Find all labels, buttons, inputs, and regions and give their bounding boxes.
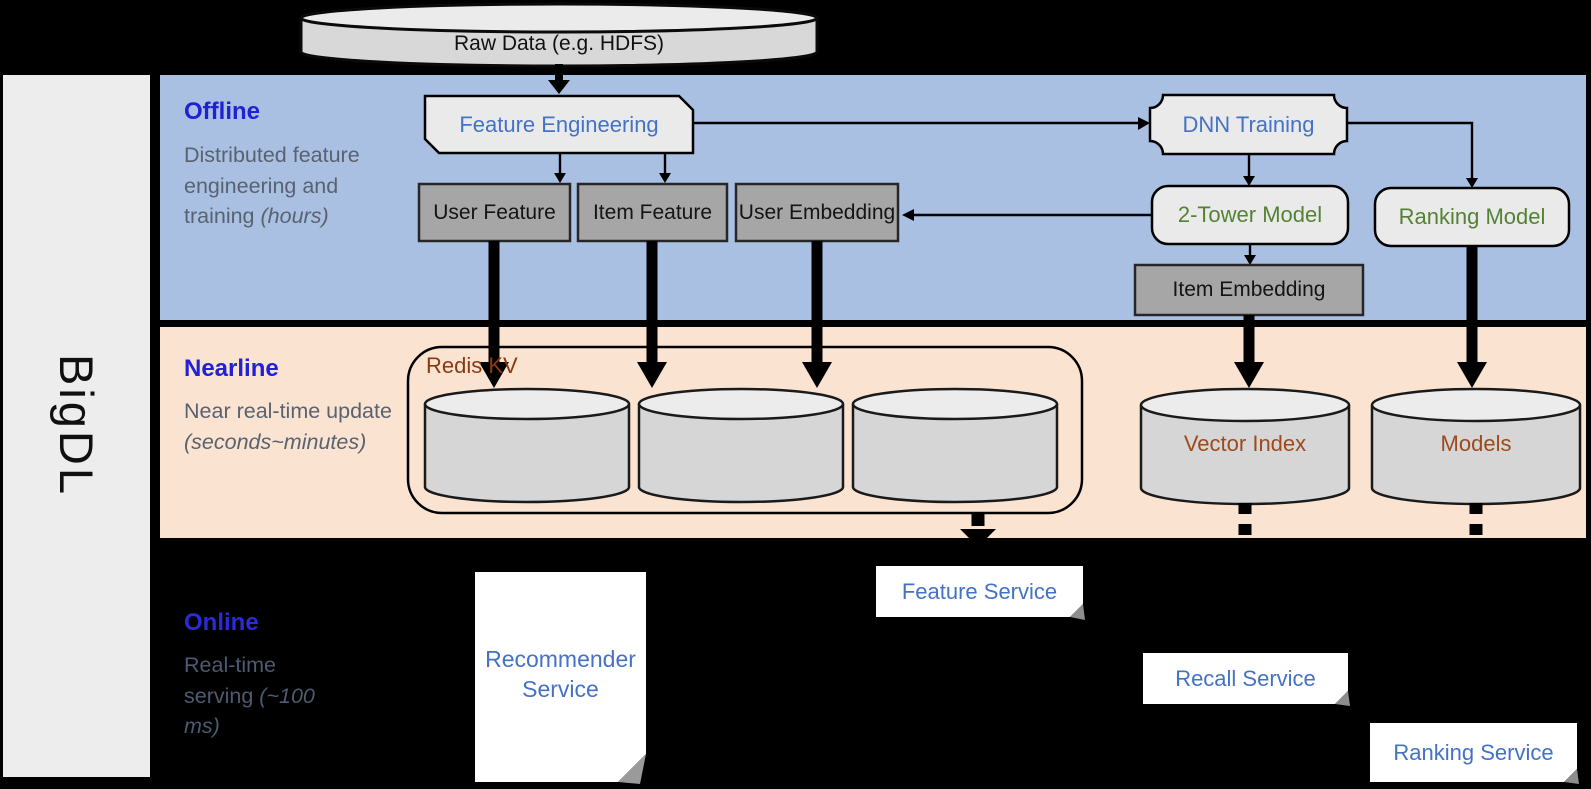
arrow-rawdata-to-feature-engineering [548, 64, 570, 94]
item-feature-label: Item Feature [592, 200, 713, 224]
arrow-redis-to-feature-service [960, 514, 996, 547]
arrow-fe-to-item-feature [659, 154, 671, 183]
arrow-two-tower-to-user-embedding [902, 209, 1152, 221]
vector-index-cylinder [1139, 387, 1351, 506]
ranking-service-box [1370, 723, 1579, 784]
two-tower-model-label: 2-Tower Model [1177, 202, 1323, 227]
user-embedding-label: User Embedding [738, 200, 896, 224]
arrow-dnn-to-ranking-model [1347, 121, 1478, 188]
ranking-service-label: Ranking Service [1393, 739, 1554, 765]
models-cylinder [1370, 387, 1582, 506]
online-desc-note: (~100 ms) [184, 683, 315, 739]
bigdl-sidebar: BigDL [3, 75, 150, 777]
redis-kv-label: Redis KV [426, 353, 518, 378]
item-embedding-box [1133, 263, 1365, 317]
redis-kv-container [406, 345, 1084, 515]
arrow-user-feature-to-redis [479, 241, 509, 388]
feature-engineering-label: Feature Engineering [459, 111, 659, 137]
offline-section-description: Distributed feature engineering and trai… [184, 140, 374, 232]
feature-service-label: Feature Service [901, 578, 1058, 604]
arrow-fe-to-user-feature [554, 154, 566, 183]
arrow-user-embedding-to-redis [802, 241, 832, 388]
redis-cylinder-3 [851, 387, 1059, 504]
nearline-section-description: Near real-time update (seconds~minutes) [184, 396, 394, 457]
raw-data-label: Raw Data (e.g. HDFS) [453, 32, 665, 55]
user-feature-label: User Feature [433, 200, 556, 224]
arrow-ranking-model-to-models [1457, 246, 1487, 388]
offline-section-title: Offline [184, 98, 260, 125]
redis-cylinder-2 [637, 387, 845, 504]
arrow-dnn-to-two-tower [1243, 154, 1255, 186]
arrow-item-feature-to-redis [637, 241, 667, 388]
bigdl-logo-text: BigDL [50, 354, 103, 498]
arrow-item-embedding-to-vector-index [1234, 315, 1264, 388]
nearline-desc-note: (seconds~minutes) [184, 429, 367, 454]
user-embedding-box [734, 182, 900, 243]
offline-desc-note: (hours) [260, 204, 329, 229]
dnn-training-box [1148, 93, 1349, 156]
recommender-service-label: Recommender Service [485, 646, 636, 702]
ranking-model-label: Ranking Model [1398, 204, 1546, 229]
user-feature-box [417, 182, 572, 243]
feature-service-box [876, 566, 1085, 620]
recommender-service-document [475, 572, 646, 784]
nearline-section-title: Nearline [184, 355, 279, 382]
dnn-training-label: DNN Training [1182, 111, 1315, 137]
online-section-title: Online [184, 609, 259, 636]
feature-engineering-box [423, 94, 695, 155]
online-section-description: Real-time serving (~100 ms) [184, 650, 319, 742]
raw-data-cylinder [299, 2, 819, 68]
arrow-fe-to-dnn-training [693, 117, 1150, 130]
redis-cylinder-1 [423, 387, 631, 504]
item-embedding-label: Item Embedding [1172, 278, 1326, 301]
offline-desc-text: Distributed feature engineering and trai… [184, 143, 360, 229]
recall-service-box [1143, 653, 1350, 706]
nearline-desc-text: Near real-time update [184, 399, 392, 423]
online-desc-text: Real-time serving [184, 653, 276, 708]
models-label: Models [1440, 431, 1512, 456]
vector-index-label: Vector Index [1183, 431, 1307, 456]
arrow-two-tower-to-item-embedding [1244, 244, 1256, 265]
recall-service-label: Recall Service [1175, 665, 1316, 691]
